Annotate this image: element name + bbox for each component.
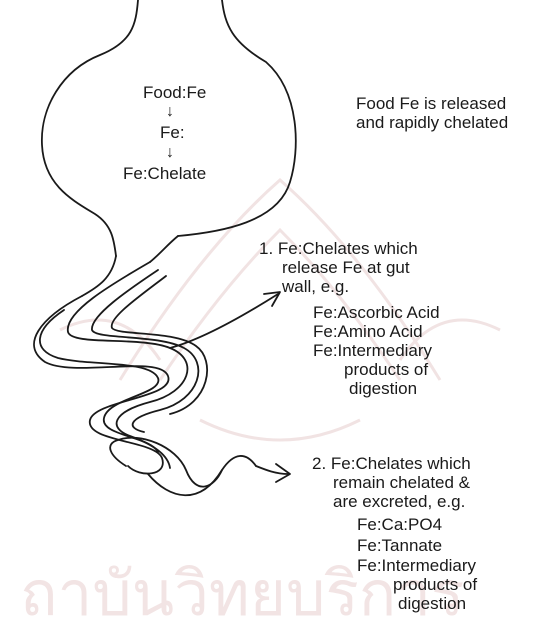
stomach-step-food-fe: Food:Fe: [143, 83, 206, 102]
intestine-terminal: [148, 456, 256, 495]
caption-line-1: Food Fe is released: [356, 94, 506, 113]
absorbed-line: release Fe at gut: [282, 258, 410, 277]
intestine-line-5: [110, 438, 222, 487]
excreted-line: Fe:Intermediary: [357, 556, 476, 575]
absorbed-line: Fe:Ascorbic Acid: [313, 303, 440, 322]
excreted-line: products of: [393, 575, 477, 594]
absorbed-arrow-line: [170, 294, 278, 348]
excreted-line: 2. Fe:Chelates which: [312, 454, 471, 473]
stomach-step-fe-chelate: Fe:Chelate: [123, 164, 206, 183]
absorbed-line: Fe:Intermediary: [313, 341, 432, 360]
duodenum: [82, 236, 178, 296]
stomach-outline-right: [178, 0, 296, 236]
intestine-outer: [34, 296, 169, 474]
stomach-outline-left: [42, 0, 138, 256]
excreted-line: digestion: [398, 594, 466, 613]
stomach-step-fe: Fe:: [160, 123, 185, 142]
absorbed-line: digestion: [349, 379, 417, 398]
down-arrow-icon: ↓: [166, 145, 174, 161]
absorbed-line: products of: [344, 360, 428, 379]
excreted-line: Fe:Tannate: [357, 536, 442, 555]
caption-line-2: and rapidly chelated: [356, 113, 508, 132]
excreted-line: remain chelated &: [333, 473, 470, 492]
excreted-line: Fe:Ca:PO4: [357, 515, 442, 534]
absorbed-line: 1. Fe:Chelates which: [259, 239, 418, 258]
down-arrow-icon: ↓: [166, 104, 174, 120]
absorbed-line: wall, e.g.: [282, 277, 349, 296]
excreted-line: are excreted, e.g.: [333, 492, 465, 511]
absorbed-line: Fe:Amino Acid: [313, 322, 423, 341]
